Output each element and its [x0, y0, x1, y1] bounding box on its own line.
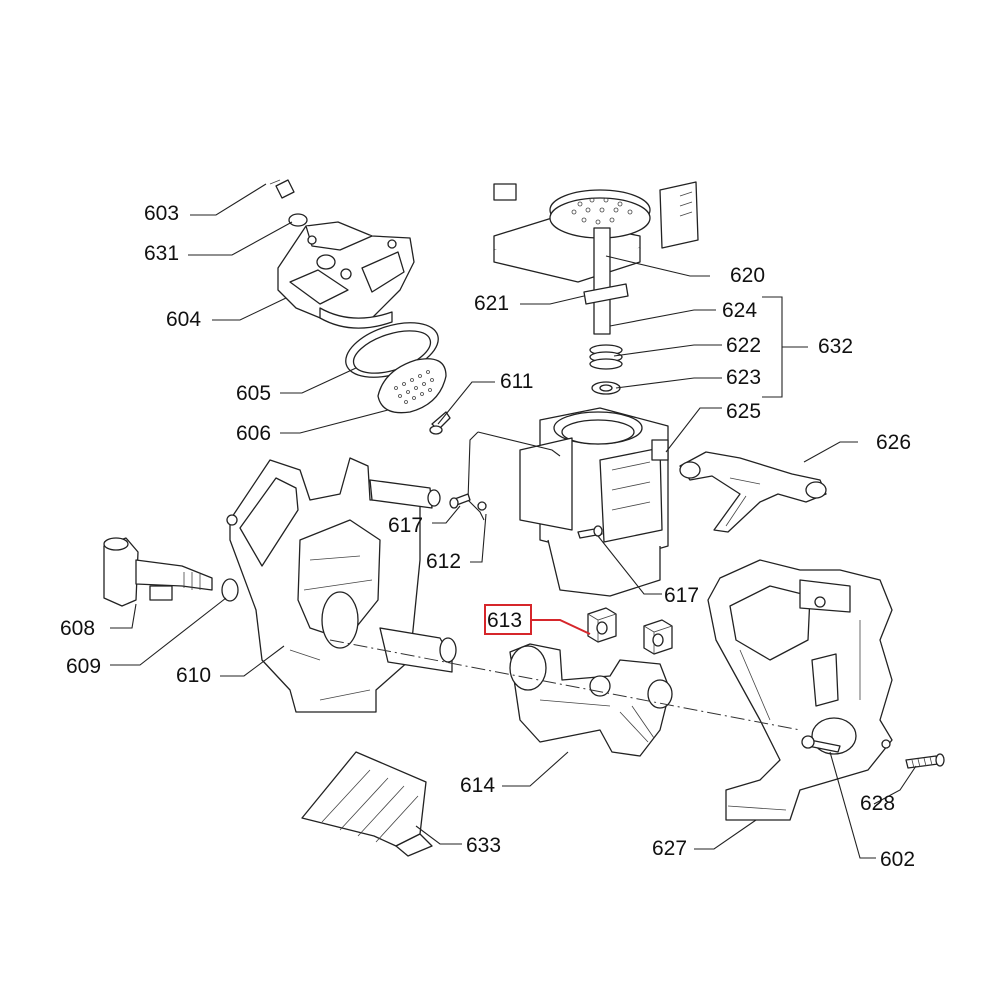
label-627: 627 — [652, 837, 687, 860]
label-624: 624 — [722, 299, 757, 322]
part-606-shower-screen — [377, 358, 447, 414]
label-605: 605 — [236, 382, 271, 405]
part-614-carriage — [509, 643, 673, 757]
part-628-screw — [905, 753, 945, 769]
label-610: 610 — [176, 664, 211, 687]
label-620: 620 — [730, 264, 765, 287]
label-617-upper: 617 — [388, 514, 423, 537]
part-623-washer — [591, 381, 621, 395]
part-611-screw — [429, 411, 451, 435]
part-602-bolt — [801, 735, 841, 753]
part-603-pin — [269, 179, 295, 199]
label-628: 628 — [860, 792, 895, 815]
part-608-inlet-valve — [103, 537, 213, 607]
label-604: 604 — [166, 308, 201, 331]
label-633: 633 — [466, 834, 501, 857]
part-613-blocks — [587, 607, 673, 655]
part-610-left-frame — [226, 457, 457, 713]
part-625-brew-chamber — [519, 407, 669, 597]
part-627-right-frame — [707, 559, 893, 821]
part-617-screw-upper — [449, 493, 471, 509]
label-625: 625 — [726, 400, 761, 423]
part-626-lever — [679, 451, 827, 533]
part-604-brew-head — [277, 221, 415, 329]
label-613: 613 — [487, 609, 522, 632]
label-632: 632 — [818, 335, 853, 358]
label-608: 608 — [60, 617, 95, 640]
label-631: 631 — [144, 242, 179, 265]
label-621: 621 — [474, 292, 509, 315]
highlight-613 — [484, 604, 591, 635]
highlight-leader-613 — [531, 619, 591, 635]
part-622-spring — [589, 344, 623, 370]
label-622: 622 — [726, 334, 761, 357]
label-617-lower: 617 — [664, 584, 699, 607]
label-626: 626 — [876, 431, 911, 454]
label-609: 609 — [66, 655, 101, 678]
part-631-o-ring — [288, 213, 308, 227]
label-606: 606 — [236, 422, 271, 445]
label-611: 611 — [500, 370, 533, 393]
part-620-dosing-assembly — [493, 181, 699, 335]
assembly-axis-line — [329, 639, 801, 731]
label-612: 612 — [426, 550, 461, 573]
leader-lines — [110, 183, 917, 859]
label-614: 614 — [460, 774, 495, 797]
label-602: 602 — [880, 848, 915, 871]
part-609-o-ring — [221, 578, 239, 602]
part-633-tray-cover — [301, 751, 433, 857]
label-603: 603 — [144, 202, 179, 225]
label-623: 623 — [726, 366, 761, 389]
